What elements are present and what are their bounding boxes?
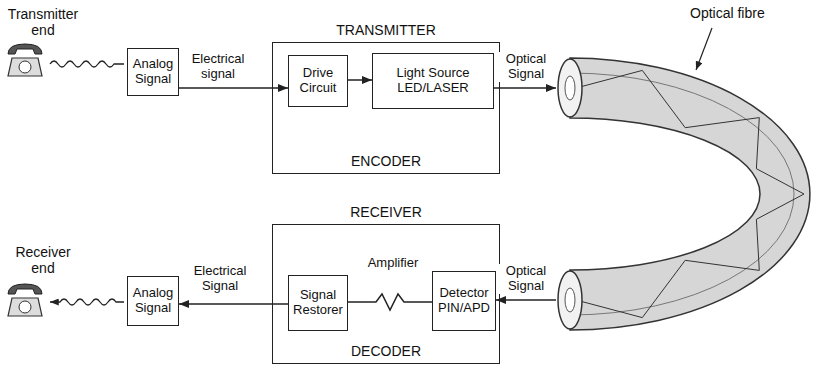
process-box: Detector PIN/APD — [432, 271, 496, 331]
receiver-block: RECEIVERDECODERSignal RestorerDetector P… — [272, 224, 500, 364]
box-label: Light Source LED/LASER — [376, 66, 490, 96]
leader-line — [696, 28, 712, 70]
process-box: Light Source LED/LASER — [372, 53, 494, 109]
edge-label: Electrical Signal — [184, 264, 256, 294]
signal-arrow — [496, 299, 556, 301]
telephone-icon — [8, 284, 42, 316]
edge-label: Amplifier — [350, 256, 436, 271]
transmitter-block: TRANSMITTERENCODERDrive CircuitLight Sou… — [272, 42, 500, 174]
fibre-core-boundary — [570, 73, 794, 315]
process-box: Drive Circuit — [288, 55, 348, 107]
signal-box: Analog Signal — [127, 276, 179, 326]
fibre-core — [565, 288, 575, 312]
signal-arrow — [348, 294, 432, 310]
signal-box: Analog Signal — [127, 48, 179, 96]
block-heading: TRANSMITTER — [273, 22, 499, 38]
fibre-label: Optical fibre — [690, 5, 765, 21]
fibre-end — [558, 59, 582, 117]
fibre-cladding — [570, 58, 810, 330]
light-ray — [576, 70, 804, 317]
block-footer: DECODER — [273, 343, 499, 359]
box-label: Analog Signal — [131, 57, 175, 87]
block-footer: ENCODER — [273, 153, 499, 169]
box-label: Drive Circuit — [292, 66, 344, 96]
edge-label: Optical Signal — [496, 264, 556, 294]
fibre-core — [565, 76, 575, 100]
fibre-drawing — [556, 55, 812, 335]
sound-wave — [50, 299, 124, 305]
signal-arrow — [348, 79, 372, 81]
block-heading: RECEIVER — [273, 204, 499, 220]
edge-label: Electrical signal — [182, 52, 254, 82]
end-label: Transmitter end — [6, 6, 80, 38]
box-label: Analog Signal — [131, 286, 175, 316]
fibre-end — [558, 271, 582, 329]
process-box: Signal Restorer — [288, 275, 348, 331]
telephone-icon — [8, 44, 42, 76]
optical-fibre: Optical fibre — [556, 55, 812, 335]
box-label: Signal Restorer — [292, 288, 344, 318]
end-label: Receiver end — [6, 244, 80, 276]
signal-arrow — [494, 87, 556, 89]
edge-label: Optical Signal — [496, 52, 556, 82]
box-label: Detector PIN/APD — [436, 286, 492, 316]
sound-wave — [50, 61, 124, 67]
